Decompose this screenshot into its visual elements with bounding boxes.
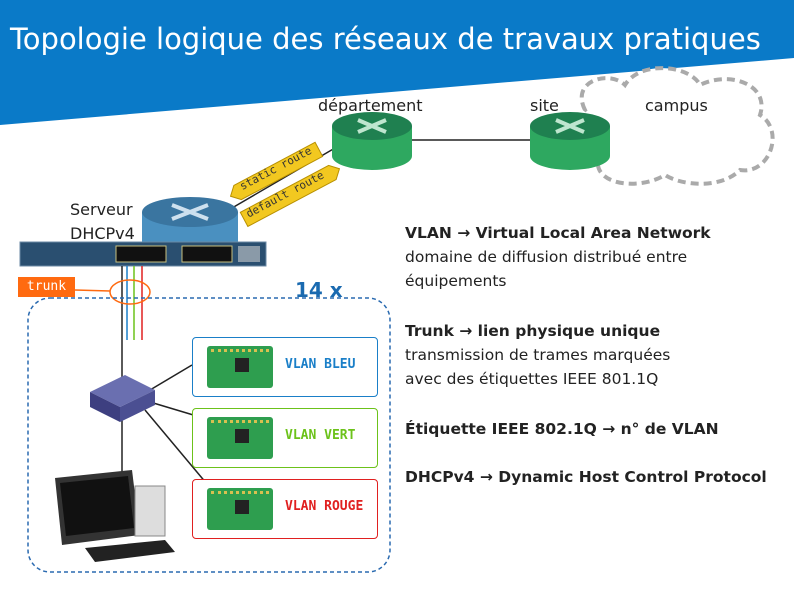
info-tag: Étiquette IEEE 802.1Q → n° de VLAN [405, 417, 719, 441]
server-line1: Serveur [70, 200, 133, 219]
info-text: avec des étiquettes IEEE 801.1Q [405, 370, 659, 388]
raspberry-pi-icon [207, 488, 273, 530]
info-dhcp: DHCPv4 → Dynamic Host Control Protocol [405, 465, 767, 489]
raspberry-pi-icon [207, 346, 273, 388]
info-text: équipements [405, 272, 507, 290]
server-line2: DHCPv4 [70, 224, 135, 243]
vlan-rouge-box: VLAN ROUGE [192, 479, 378, 539]
vlan-label: VLAN ROUGE [285, 499, 364, 514]
label-departement: département [318, 96, 423, 115]
group-count: 14 x [295, 278, 343, 302]
vlan-vert-box: VLAN VERT [192, 408, 378, 468]
router-site [530, 112, 610, 170]
access-switch [90, 375, 155, 422]
raspberry-pi-icon [207, 417, 273, 459]
info-heading: DHCPv4 → Dynamic Host Control Protocol [405, 468, 767, 486]
label-site: site [530, 96, 559, 115]
vlan-bleu-box: VLAN BLEU [192, 337, 378, 397]
info-vlan: VLAN → Virtual Local Area Network domaine… [405, 221, 711, 293]
header-band [0, 0, 794, 125]
slide-title: Topologie logique des réseaux de travaux… [10, 22, 761, 56]
vlan-label: VLAN BLEU [285, 357, 356, 372]
info-heading: VLAN → Virtual Local Area Network [405, 224, 711, 242]
info-text: transmission de trames marquées [405, 346, 671, 364]
info-heading: Trunk → lien physique unique [405, 322, 661, 340]
info-trunk: Trunk → lien physique unique transmission… [405, 319, 670, 391]
workstation-computer [55, 470, 175, 562]
info-heading: Étiquette IEEE 802.1Q → n° de VLAN [405, 420, 719, 438]
trunk-label: trunk [18, 277, 75, 297]
info-text: domaine de diffusion distribué entre [405, 248, 688, 266]
core-switch [19, 241, 267, 267]
trunk-highlight [109, 279, 151, 305]
default-route-arrow [239, 164, 341, 228]
static-route-arrow [229, 141, 324, 201]
vlan-label: VLAN VERT [285, 428, 356, 443]
campus-cloud [570, 66, 775, 186]
label-campus: campus [645, 96, 708, 115]
router-departement [332, 112, 412, 170]
